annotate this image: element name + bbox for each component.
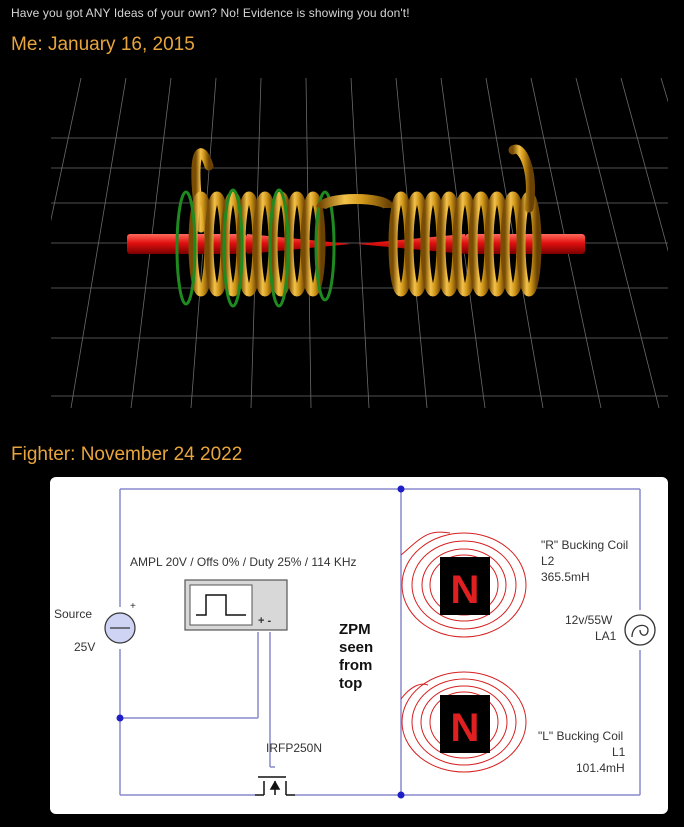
coil-l-value: 101.4mH	[576, 761, 625, 775]
magnet-top	[440, 557, 490, 615]
coil-r-name: L2	[541, 554, 555, 568]
source-plus-sign: +	[130, 601, 136, 612]
left-coil	[188, 148, 326, 297]
magnet-top-label: N	[451, 568, 480, 612]
coil-bridge	[316, 194, 394, 211]
circuit-wires	[119, 488, 641, 796]
pulse-generator-label: AMPL 20V / Offs 0% / Duty 25% / 114 KHz	[130, 555, 357, 569]
heading-me: Me: January 16, 2015	[11, 34, 195, 55]
generator-terminals: + -	[258, 615, 271, 627]
magnet-bottom-label: N	[451, 706, 480, 750]
lamp-rating: 12v/55W	[565, 613, 613, 627]
coil-l-title: "L" Bucking Coil	[538, 729, 623, 743]
heading-fighter: Fighter: November 24 2022	[11, 444, 243, 465]
mosfet-symbol	[255, 776, 295, 796]
source-label: Source	[54, 607, 92, 621]
source-voltage: 25V	[74, 640, 95, 654]
coil-r-value: 365.5mH	[541, 570, 590, 584]
green-secondary-coil	[175, 188, 336, 308]
zpm-text-line1: ZPM	[339, 621, 371, 638]
transistor-label: IRFP250N	[266, 741, 322, 755]
coil-r-title: "R" Bucking Coil	[541, 538, 628, 552]
lamp-name: LA1	[595, 629, 617, 643]
lamp-symbol	[624, 614, 656, 646]
post-intro-text: Have you got ANY Ideas of your own? No! …	[11, 6, 410, 20]
coil-l-name: L1	[612, 745, 626, 759]
zpm-text-line4: top	[339, 675, 362, 692]
hand-drawn-coil-loops	[400, 531, 527, 773]
right-coil	[388, 144, 542, 297]
pulse-generator-symbol	[184, 579, 288, 631]
coil-render-image	[10, 77, 684, 409]
zpm-text-line2: seen	[339, 639, 373, 656]
circuit-schematic: + Source 25V AMPL 20V / Offs 0% / Duty 2…	[50, 477, 668, 814]
magnet-bottom	[440, 695, 490, 753]
zpm-text-line3: from	[339, 657, 372, 674]
voltage-source-symbol	[104, 612, 136, 644]
